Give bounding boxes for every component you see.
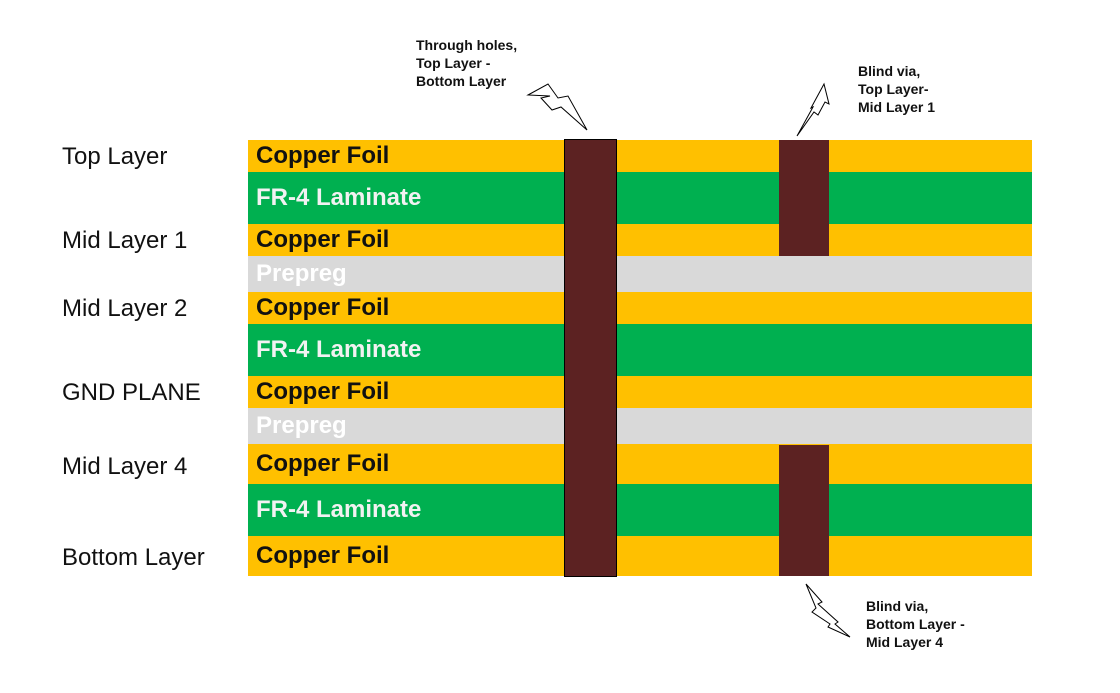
side-label: Top Layer [62, 143, 168, 170]
note-line: Mid Layer 4 [866, 634, 944, 650]
layer-copper: Copper Foil [248, 444, 1032, 484]
layer-copper: Copper Foil [248, 140, 1032, 172]
note-line: Mid Layer 1 [858, 99, 936, 115]
blind-via-top [779, 140, 829, 256]
note-line: Bottom Layer - [866, 616, 965, 632]
layer-copper: Copper Foil [248, 376, 1032, 408]
layer-copper: Copper Foil [248, 224, 1032, 256]
note-through-holes: Through holes, Top Layer - Bottom Layer [416, 36, 517, 90]
through-hole-via [564, 139, 617, 577]
side-label: Mid Layer 1 [62, 227, 188, 254]
layer-fr4: FR-4 Laminate [248, 484, 1032, 536]
layer-prepreg: Prepreg [248, 256, 1032, 292]
note-blind-bottom: Blind via, Bottom Layer - Mid Layer 4 [866, 597, 965, 651]
layer-prepreg: Prepreg [248, 408, 1032, 444]
lightning-arrow-icon [526, 83, 588, 131]
layer-copper: Copper Foil [248, 536, 1032, 576]
blind-via-bottom [779, 445, 829, 576]
layer-copper: Copper Foil [248, 292, 1032, 324]
layer-fr4: FR-4 Laminate [248, 172, 1032, 224]
note-line: Through holes, [416, 37, 518, 53]
layer-fr4: FR-4 Laminate [248, 324, 1032, 376]
lightning-arrow-icon [805, 583, 851, 638]
side-label: Mid Layer 2 [62, 295, 188, 322]
note-line: Bottom Layer [416, 73, 507, 89]
note-line: Top Layer - [416, 55, 491, 71]
lightning-arrow-icon [796, 82, 830, 137]
side-label: GND PLANE [62, 379, 201, 406]
side-label: Mid Layer 4 [62, 453, 188, 480]
note-blind-top: Blind via, Top Layer- Mid Layer 1 [858, 62, 935, 116]
note-line: Top Layer- [858, 81, 929, 97]
note-line: Blind via, [866, 598, 929, 614]
side-label: Bottom Layer [62, 544, 205, 571]
note-line: Blind via, [858, 63, 921, 79]
